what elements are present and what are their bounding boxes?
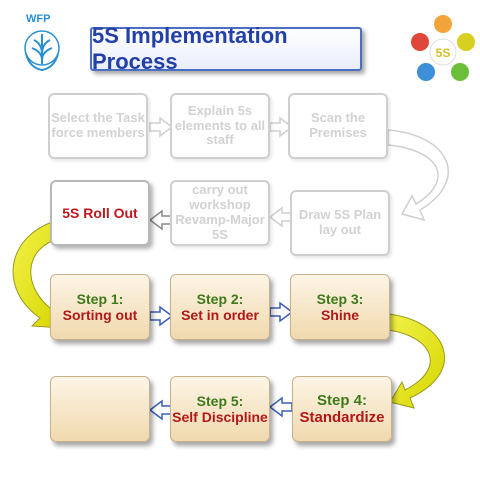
step-1-box: Step 1: Sorting out bbox=[50, 274, 150, 340]
step-3-name: Shine bbox=[320, 307, 360, 323]
box-workshop: carry out workshop Revamp-Major 5S bbox=[170, 180, 270, 246]
arrow-workshop-rollout bbox=[148, 209, 173, 231]
curve-step3-step4 bbox=[387, 313, 445, 409]
5s-center-label: 5S bbox=[436, 46, 451, 60]
arrow-explain-scan bbox=[269, 116, 294, 138]
curve-scan-draw bbox=[387, 129, 449, 222]
step-2-label: Step 2: bbox=[196, 290, 244, 307]
arrow-step4-step5 bbox=[268, 396, 293, 418]
step-4-box: Step 4: Standardize bbox=[292, 376, 392, 442]
step-5-box: Step 5: Self Discipline bbox=[170, 376, 270, 442]
empty-step-box bbox=[50, 376, 150, 442]
page-title: 5S Implementation Process bbox=[90, 23, 362, 74]
step-1-label: Step 1: bbox=[76, 290, 124, 307]
box-select-task-force: Select the Task force members bbox=[48, 93, 148, 159]
step-3-box: Step 3: Shine bbox=[290, 274, 390, 340]
arrow-select-explain bbox=[149, 116, 174, 138]
step-5-label: Step 5: bbox=[196, 392, 244, 409]
box-scan-premises: Scan the Premises bbox=[288, 93, 388, 159]
box-draw-plan: Draw 5S Plan lay out bbox=[290, 190, 390, 256]
curve-rollout-step1 bbox=[12, 221, 63, 329]
step-5-name: Self Discipline bbox=[172, 409, 268, 425]
box-explain-elements: Explain 5s elements to all staff bbox=[170, 93, 270, 159]
arrow-step2-step3 bbox=[269, 301, 294, 323]
step-3-label: Step 3: bbox=[316, 290, 364, 307]
step-2-name: Set in order bbox=[181, 307, 259, 323]
wfp-logo-text: WFP bbox=[26, 13, 50, 25]
step-2-box: Step 2: Set in order bbox=[170, 274, 270, 340]
step-1-name: Sorting out bbox=[62, 307, 138, 323]
arrow-draw-workshop bbox=[268, 206, 293, 228]
arrow-step5-empty bbox=[148, 399, 173, 421]
arrow-step1-step2 bbox=[149, 305, 174, 327]
step-4-label: Step 4: bbox=[316, 391, 367, 409]
box-rollout: 5S Roll Out bbox=[50, 180, 150, 246]
wfp-logo: WFP bbox=[20, 10, 68, 78]
5s-cluster-graphic: 5S bbox=[410, 12, 476, 92]
step-4-name: Standardize bbox=[299, 409, 385, 426]
